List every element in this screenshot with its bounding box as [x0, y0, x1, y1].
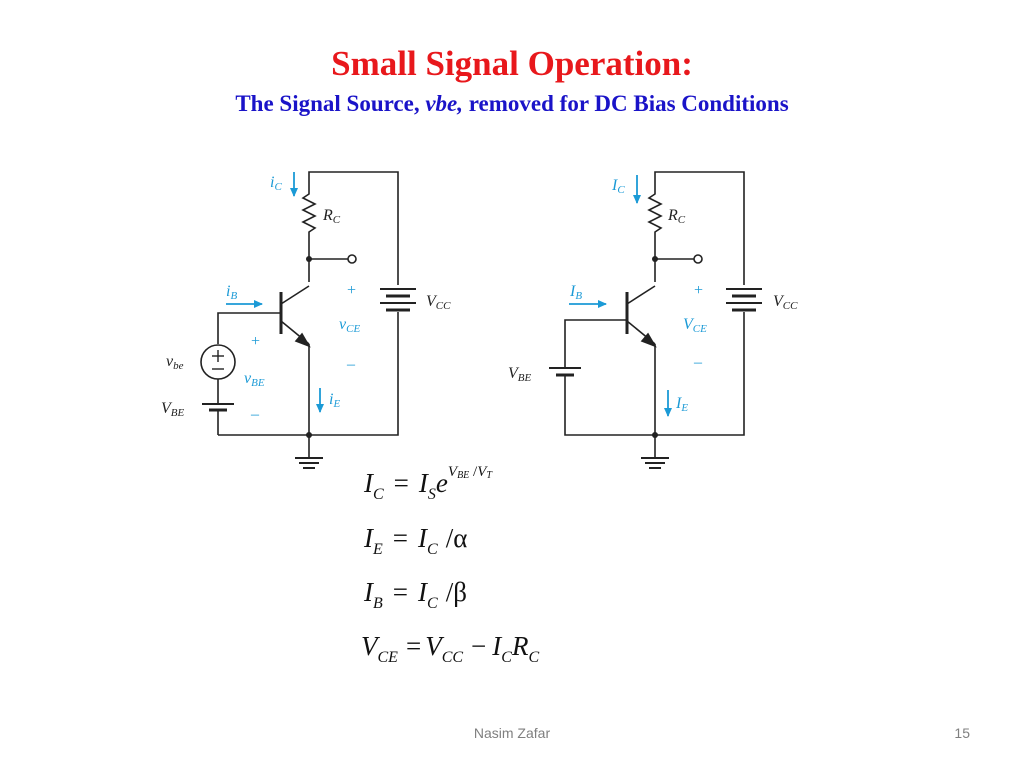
left-node-collector	[306, 256, 312, 262]
right-ib-label: IB	[569, 283, 582, 302]
left-vbe-source-label: vbe	[166, 353, 184, 372]
right-resistor-rc	[647, 182, 663, 282]
left-minus-be: –	[250, 406, 260, 423]
equation-ic: IC=ISeVBE /VT	[363, 464, 493, 503]
slide-title: Small Signal Operation:	[331, 44, 693, 83]
subtitle-post: removed for DC Bias Conditions	[463, 91, 789, 116]
left-top-wire	[308, 171, 399, 285]
left-emitter-arrow	[294, 332, 311, 348]
right-transistor-collector	[626, 285, 656, 305]
left-base-wire	[217, 312, 281, 344]
right-plus-ce: +	[694, 282, 703, 299]
left-vcc-label: VCC	[426, 293, 451, 312]
page-number: 15	[954, 725, 970, 741]
right-node-collector	[652, 256, 658, 262]
right-rc-label: RC	[667, 207, 686, 226]
left-plus-ce: +	[347, 282, 356, 299]
right-ic-label: IC	[611, 177, 625, 196]
left-ic-label: iC	[270, 174, 282, 193]
right-minus-ce: –	[693, 354, 703, 371]
left-ib-label: iB	[226, 283, 237, 302]
left-bottom-wire	[218, 312, 399, 436]
right-vce-label: VCE	[683, 316, 707, 335]
left-plus-be: +	[251, 333, 260, 350]
right-top-wire	[654, 171, 745, 285]
right-vcc-label: VCC	[773, 293, 798, 312]
equation-ib: IB=IC/β	[363, 577, 467, 612]
left-vce-label: vCE	[339, 316, 360, 335]
subtitle-pre: The Signal Source,	[235, 91, 426, 116]
right-emitter-arrow	[640, 332, 657, 348]
left-resistor-rc	[301, 182, 317, 282]
right-output-terminal	[693, 254, 703, 264]
left-rc-label: RC	[322, 207, 341, 226]
left-ie-label: iE	[329, 391, 340, 410]
right-ie-label: IE	[675, 395, 688, 414]
right-circuit	[549, 171, 762, 469]
left-circuit	[200, 171, 416, 469]
left-minus-ce: –	[346, 356, 356, 373]
right-vbe-battery-label: VBE	[508, 365, 532, 384]
equation-ie: IE=IC/α	[363, 523, 467, 558]
slide-subtitle: The Signal Source, vbe, removed for DC B…	[0, 91, 1024, 117]
subtitle-vbe: vbe,	[425, 91, 464, 116]
footer-author: Nasim Zafar	[473, 725, 551, 741]
equation-vce: VCE=VCC−ICRC	[361, 631, 539, 666]
left-transistor-collector	[280, 285, 310, 305]
left-vbe-battery-label: VBE	[161, 400, 185, 419]
left-output-terminal	[347, 254, 357, 264]
left-vbe-label: vBE	[244, 370, 265, 389]
right-base-wire	[564, 319, 627, 368]
